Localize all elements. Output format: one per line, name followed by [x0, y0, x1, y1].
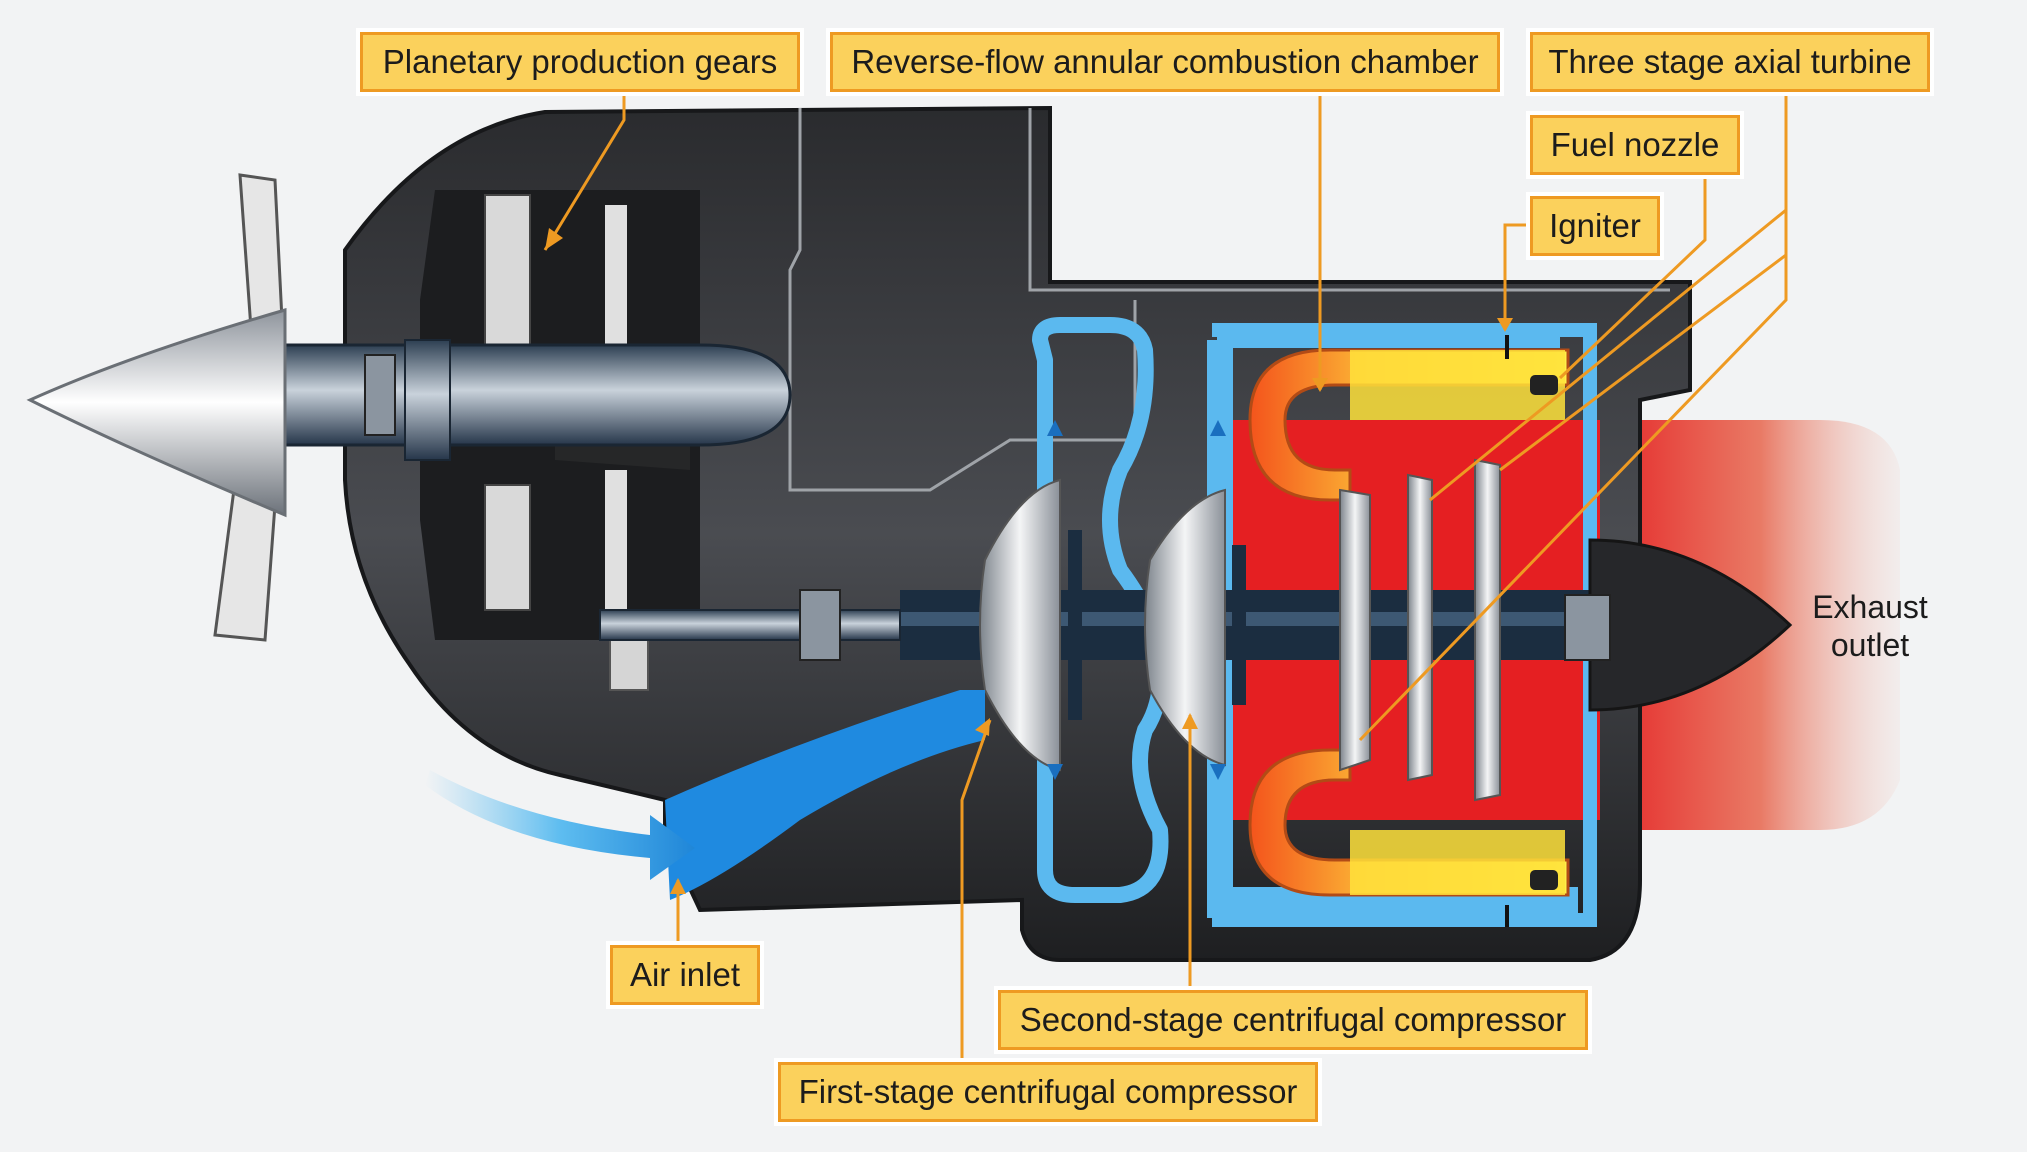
upper-igniter — [1505, 335, 1509, 359]
propeller-shaft — [278, 343, 792, 447]
propeller-spinner — [26, 308, 287, 518]
inlet-duct-airflow — [665, 690, 985, 900]
label-air-inlet: Air inlet — [610, 945, 760, 1005]
label-exhaust-outlet: Exhaust outlet — [1790, 588, 1950, 664]
airflow-arrows — [1047, 420, 1226, 780]
turbine-disks — [1339, 458, 1501, 802]
label-first-compressor: First-stage centrifugal compressor — [778, 1062, 1318, 1122]
upper-planet-gear — [484, 194, 531, 346]
lower-planet-gear — [484, 484, 531, 611]
inlet-air-arrow — [425, 770, 695, 880]
combustor-air-jacket — [1207, 332, 1578, 918]
label-planetary-gears: Planetary production gears — [360, 32, 800, 92]
exhaust-line-1: Exhaust — [1812, 589, 1928, 625]
lower-fuel-nozzle — [1530, 870, 1558, 890]
label-second-compressor: Second-stage centrifugal compressor — [998, 990, 1588, 1050]
label-axial-turbine: Three stage axial turbine — [1530, 32, 1930, 92]
first-stage-impeller — [979, 478, 1061, 772]
label-igniter: Igniter — [1530, 196, 1660, 256]
accessory-shaft — [599, 609, 901, 641]
exhaust-tail-cone — [1588, 538, 1793, 712]
label-fuel-nozzle: Fuel nozzle — [1530, 115, 1740, 175]
lower-igniter — [1505, 905, 1509, 927]
label-combustion-chamber: Reverse-flow annular combustion chamber — [830, 32, 1500, 92]
leader-arrowheads — [545, 228, 1513, 894]
leader-lines — [543, 92, 1788, 1062]
exhaust-line-2: outlet — [1830, 627, 1910, 663]
upper-fuel-nozzle — [1530, 375, 1558, 395]
gearbox-housing-line — [788, 108, 1137, 492]
